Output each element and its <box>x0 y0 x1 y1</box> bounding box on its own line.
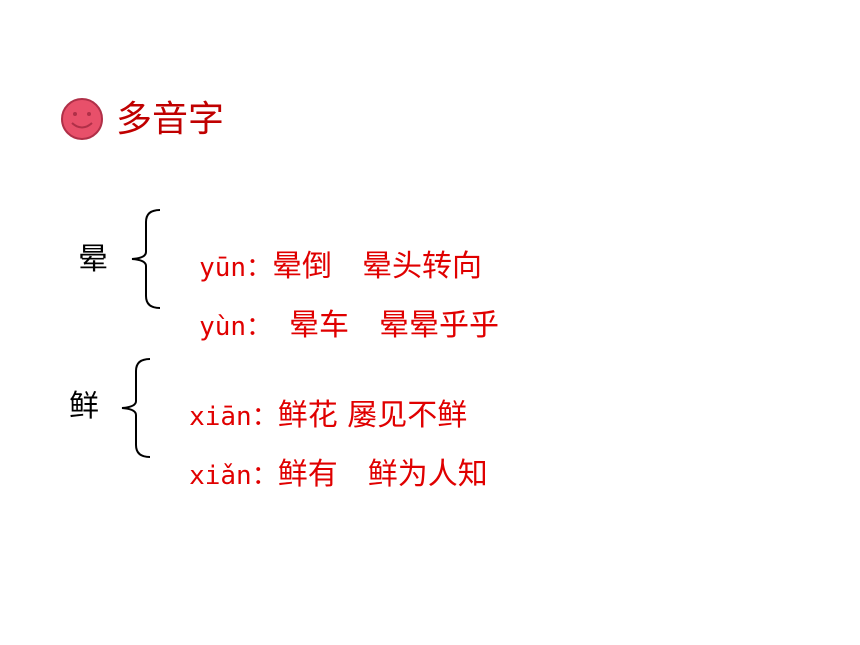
reading-line-xian-1: xiān：鲜花 屡见不鲜 <box>170 362 467 435</box>
smiley-face-icon <box>61 98 103 140</box>
character-yun: 晕 <box>78 242 108 277</box>
brace-yun <box>131 209 161 309</box>
example-words: 鲜花 屡见不鲜 <box>277 398 468 433</box>
reading-line-xian-2: xiǎn：鲜有 鲜为人知 <box>170 421 488 494</box>
example-words: 鲜有 鲜为人知 <box>277 457 488 492</box>
pinyin: yùn： <box>199 312 260 342</box>
pinyin: yūn： <box>199 253 273 283</box>
page-title: 多音字 <box>116 99 225 140</box>
character-xian: 鲜 <box>69 389 99 424</box>
pinyin: xiǎn： <box>189 461 278 491</box>
reading-line-yun-1: yūn：晕倒 晕头转向 <box>180 213 482 286</box>
example-words: 晕倒 晕头转向 <box>272 249 483 284</box>
pinyin: xiān： <box>189 402 278 432</box>
reading-line-yun-2: yùn： 晕车 晕晕乎乎 <box>180 272 499 345</box>
brace-xian <box>121 358 151 458</box>
example-words: 晕车 晕晕乎乎 <box>259 308 500 343</box>
